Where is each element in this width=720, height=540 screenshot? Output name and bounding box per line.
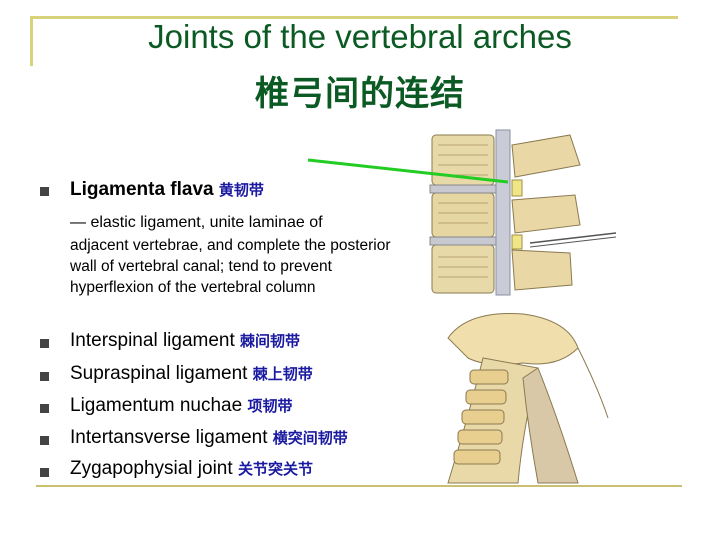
frame-left-line xyxy=(30,16,33,66)
bullet-marker xyxy=(40,339,49,348)
slide-title: Joints of the vertebral arches xyxy=(148,18,572,55)
description-body: adjacent vertebrae, and complete the pos… xyxy=(70,237,391,296)
item-label: Intertansverse ligament xyxy=(70,427,268,448)
item-label-chinese: 关节突关节 xyxy=(237,460,313,478)
slide-title-chinese: 椎弓间的连结 xyxy=(255,75,465,113)
item-label: Ligamentum nuchae xyxy=(70,395,243,416)
bullet-marker xyxy=(40,404,49,413)
spine-section-illustration xyxy=(420,125,620,300)
item-label: Supraspinal ligament xyxy=(70,363,248,384)
item-label-chinese: 横突间韧带 xyxy=(272,429,348,447)
list-item-intertransverse: Intertansverse ligament 横突间韧带 xyxy=(70,427,348,449)
item-label: Ligamenta flava xyxy=(70,179,214,200)
bullet-marker xyxy=(40,436,49,445)
bullet-marker xyxy=(40,468,49,477)
item-label-chinese: 黄韧带 xyxy=(218,181,264,199)
item-label-chinese: 棘间韧带 xyxy=(240,332,301,350)
list-item-supraspinal: Supraspinal ligament 棘上韧带 xyxy=(70,363,313,385)
pointer-line xyxy=(307,158,509,184)
list-item-nuchae: Ligamentum nuchae 项韧带 xyxy=(70,395,292,417)
frame-bottom-line xyxy=(36,485,682,487)
bullet-marker xyxy=(40,187,49,196)
list-item-interspinal: Interspinal ligament 棘间韧带 xyxy=(70,330,300,352)
item-label-chinese: 棘上韧带 xyxy=(252,365,313,383)
list-item-zygapophysial: Zygapophysial joint 关节突关节 xyxy=(70,458,313,480)
frame-top-line xyxy=(30,16,678,19)
item-label: Interspinal ligament xyxy=(70,330,235,351)
cervical-spine-illustration xyxy=(447,313,609,484)
bullet-marker xyxy=(40,372,49,381)
ligamenta-flava-description: — elastic ligament, unite laminae of adj… xyxy=(70,212,410,298)
item-label-chinese: 项韧带 xyxy=(247,397,293,415)
item-label: Zygapophysial joint xyxy=(70,458,233,479)
description-line-1: — elastic ligament, unite laminae of xyxy=(70,214,323,231)
list-item-ligamenta-flava: Ligamenta flava 黄韧带 xyxy=(70,179,264,201)
